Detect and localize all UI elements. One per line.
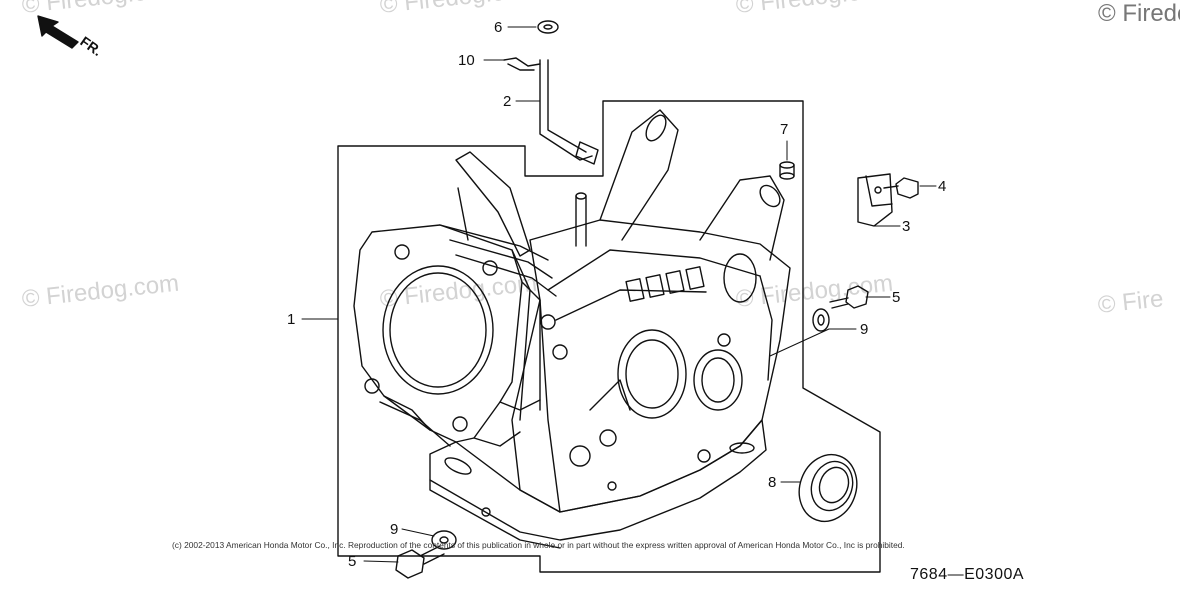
callout-4: 4	[938, 178, 947, 195]
callout-10: 10	[458, 52, 475, 69]
part-10-clip	[503, 57, 541, 71]
callout-9-upper: 9	[860, 321, 869, 338]
callout-5-upper: 5	[892, 289, 901, 306]
part-3-bracket	[857, 173, 893, 227]
callout-5-lower: 5	[348, 553, 357, 570]
callout-8: 8	[768, 474, 777, 491]
part-5-bolt-upper	[829, 285, 869, 309]
group-outline	[337, 100, 881, 573]
front-direction-arrow	[37, 15, 79, 49]
callout-1: 1	[287, 311, 296, 328]
crankcase-base	[429, 419, 767, 549]
figure-code: 7684—E0300A	[910, 566, 1025, 583]
part-2-rod	[539, 59, 599, 165]
part-9-washer-lower	[431, 530, 457, 550]
callout-9-lower: 9	[390, 521, 399, 538]
copyright-notice: (c) 2002-2013 American Honda Motor Co., …	[172, 540, 905, 550]
callout-7: 7	[780, 121, 789, 138]
part-4-bolt	[883, 177, 919, 199]
part-6-washer	[537, 20, 559, 34]
part-5-bolt-lower	[395, 545, 445, 579]
callout-6: 6	[494, 19, 503, 36]
part-9-washer-upper	[812, 308, 830, 332]
part-7-dowel	[779, 161, 795, 180]
leader-lines	[301, 26, 937, 563]
callout-3: 3	[902, 218, 911, 235]
part-8-oil-seal	[798, 453, 858, 523]
watermark: © Firedo	[1098, 0, 1180, 27]
cylinder-fins	[439, 224, 557, 447]
crankcase-upper-bracket	[455, 109, 785, 261]
cylinder-flange	[353, 224, 523, 447]
callout-2: 2	[503, 93, 512, 110]
crankcase-body	[511, 219, 791, 513]
